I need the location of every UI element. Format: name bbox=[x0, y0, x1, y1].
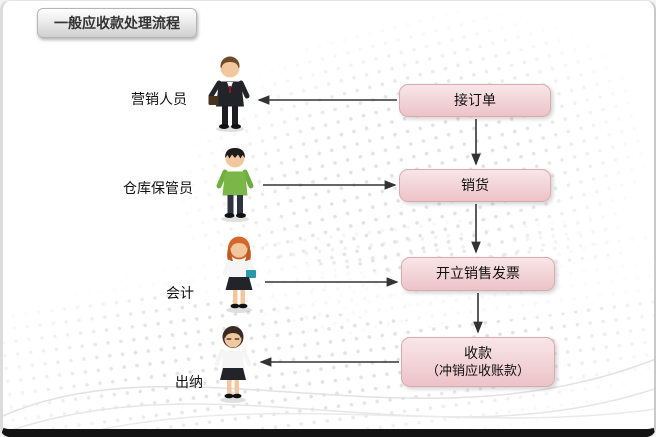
warehouse-keeper-avatar-icon bbox=[216, 148, 254, 222]
role-label-cashier: 出纳 bbox=[175, 374, 203, 390]
step-sublabel: （冲销应收账款） bbox=[425, 362, 530, 378]
wave-lines-decoration bbox=[3, 243, 654, 429]
step-box-sell-goods: 销货 bbox=[399, 169, 551, 202]
cashier-avatar-icon bbox=[214, 326, 252, 403]
page-title: 一般应收款处理流程 bbox=[37, 8, 197, 38]
accountant-avatar-icon bbox=[222, 236, 257, 313]
step-box-issue-sales-invoice: 开立销售发票 bbox=[401, 257, 555, 291]
flow-arrows bbox=[257, 95, 483, 367]
role-label-accountant: 会计 bbox=[166, 285, 194, 301]
step-label: 开立销售发票 bbox=[436, 265, 520, 282]
role-label-warehouse-keeper: 仓库保管员 bbox=[123, 180, 193, 196]
role-label-marketer: 营销人员 bbox=[131, 91, 187, 107]
step-box-receive-order: 接订单 bbox=[399, 84, 551, 117]
halftone-dots-pattern bbox=[3, 187, 654, 429]
step-label: 收款 bbox=[464, 345, 492, 362]
marketer-avatar-icon bbox=[208, 56, 250, 132]
step-box-receive-payment: 收款 （冲销应收账款） bbox=[401, 337, 555, 387]
step-label: 接订单 bbox=[454, 91, 496, 108]
step-label: 销货 bbox=[461, 176, 489, 193]
